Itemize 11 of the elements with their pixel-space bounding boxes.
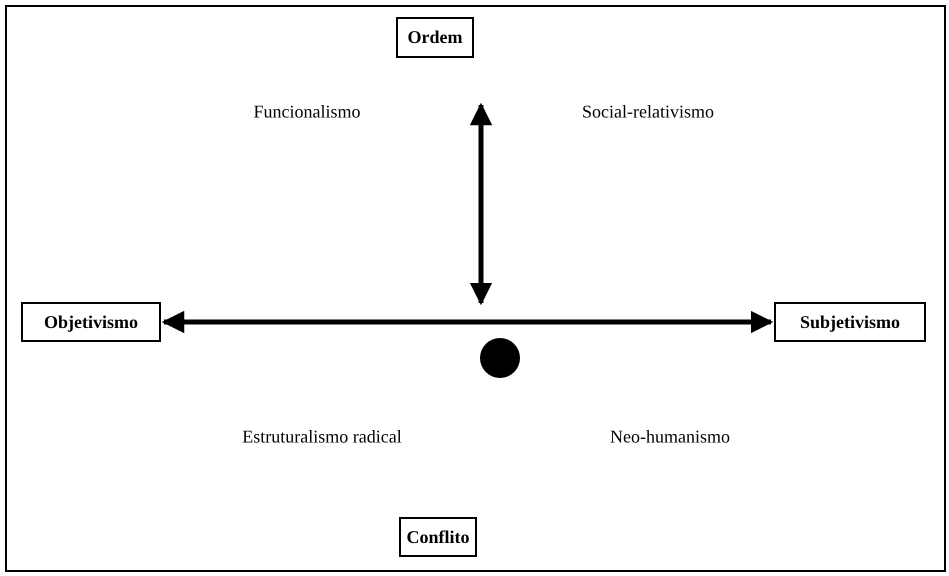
pole-label: Ordem	[396, 17, 474, 58]
quadrant-label: Funcionalismo	[254, 102, 360, 122]
quadrant-label: Neo-humanismo	[610, 426, 730, 448]
double-arrow	[470, 102, 492, 306]
quadrant-label: Estruturalismo radical	[242, 426, 402, 448]
center-dot	[480, 338, 520, 378]
pole-label: Conflito	[399, 517, 477, 557]
double-arrow	[162, 310, 774, 334]
pole-label: Objetivismo	[21, 302, 161, 342]
pole-label: Subjetivismo	[774, 302, 926, 342]
quadrant-label: Social-relativismo	[582, 102, 714, 122]
